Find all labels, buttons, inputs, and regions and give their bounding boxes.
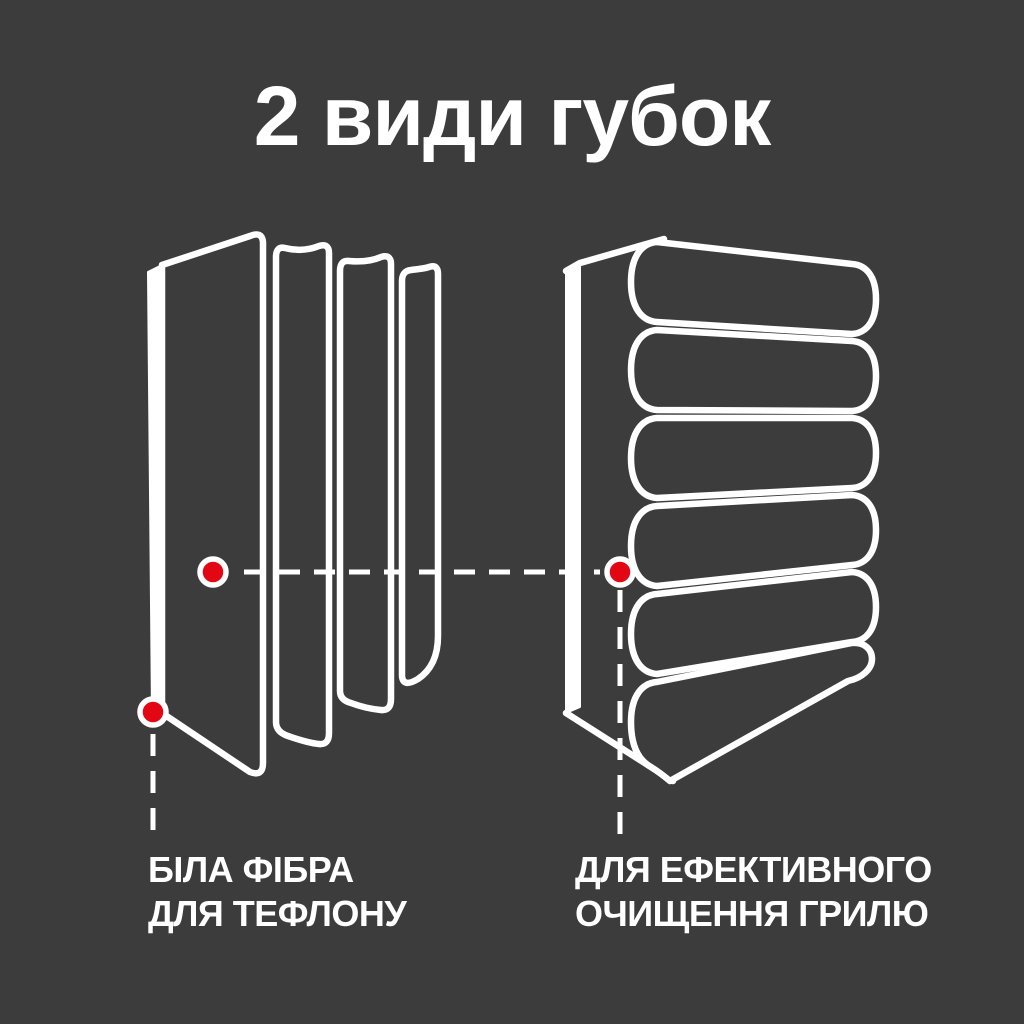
label-right-sponge: ДЛЯ ЕФЕКТИВНОГО ОЧИЩЕННЯ ГРИЛЮ (575, 848, 932, 936)
sponge-layer-icon (336, 253, 395, 714)
sponge-layer-icon (398, 263, 442, 687)
side-white-strip (565, 262, 581, 714)
ridge-band (627, 238, 880, 338)
page-title: 2 види губок (253, 69, 772, 163)
ridge-band (627, 491, 880, 590)
marker-dots (137, 556, 636, 728)
marker-dot-right-sponge (604, 556, 636, 588)
dashed-connectors (150, 569, 623, 842)
sponge-front-face (158, 231, 267, 777)
marker-dot-white-fiber (137, 696, 169, 728)
left-sponge-illustration (147, 231, 442, 777)
label-left-line1: БІЛА ФІБРА (148, 849, 354, 890)
ridge-band (627, 414, 880, 502)
label-right-line1: ДЛЯ ЕФЕКТИВНОГО (575, 849, 932, 890)
right-sponge-illustration (562, 235, 880, 785)
label-left-line2: ДЛЯ ТЕФЛОНУ (148, 893, 407, 934)
ridge-band-bottom (627, 639, 876, 785)
marker-dot-left-face (197, 556, 229, 588)
sponge-layer-icon (272, 242, 333, 748)
ridge-band (627, 326, 880, 415)
label-left-sponge: БІЛА ФІБРА ДЛЯ ТЕФЛОНУ (148, 848, 407, 936)
white-fiber-strip (147, 264, 163, 715)
label-right-line2: ОЧИЩЕННЯ ГРИЛЮ (575, 893, 929, 934)
